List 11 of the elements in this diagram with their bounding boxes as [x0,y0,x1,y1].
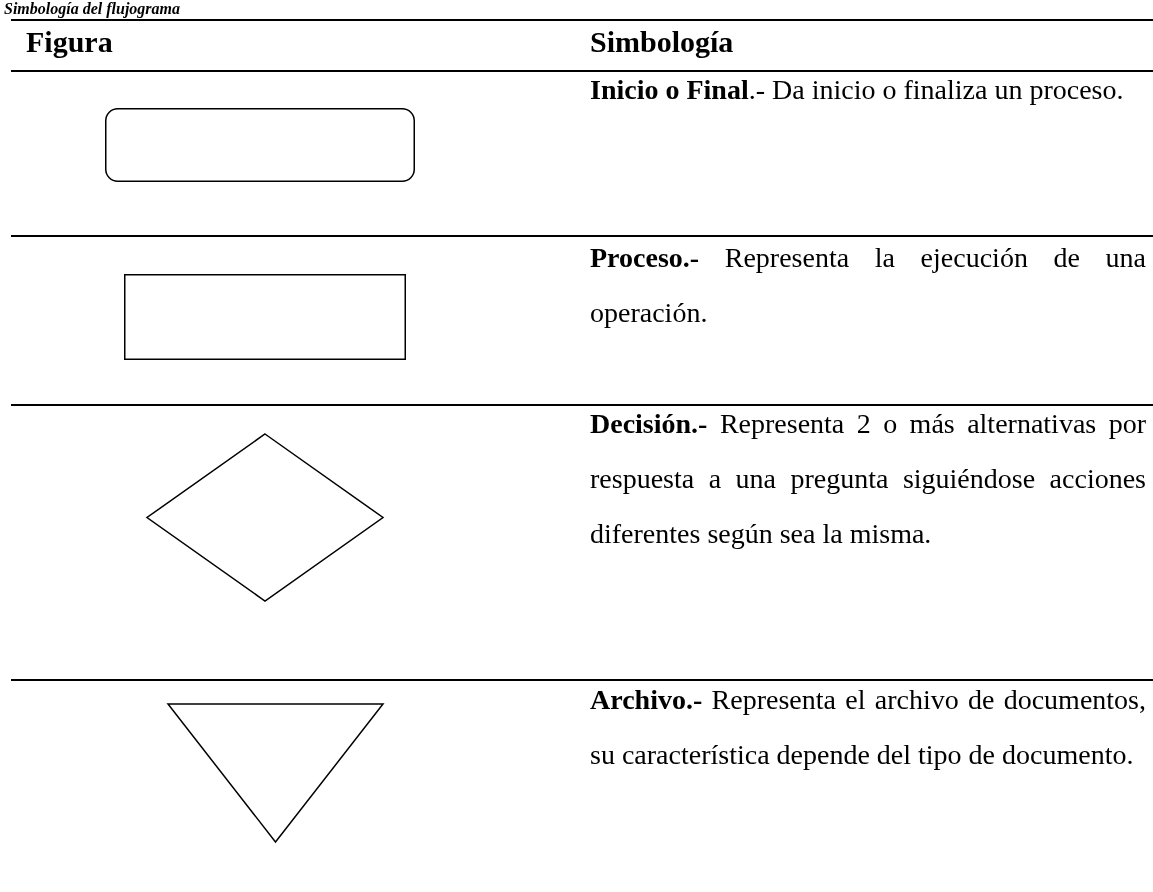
symbol-description: Decisión.- Representa 2 o más alternativas por respuesta a una pregunta siguiéndose acciones diferentes según sea la misma. [590,407,1146,551]
column-header: Figura [26,24,114,60]
rounded-rectangle-symbol [105,108,415,182]
triangle-symbol [168,704,383,842]
column-header: Simbología [590,24,735,60]
symbol-description: Proceso.- Representa la ejecución de una operación. [590,241,1146,330]
table-title: Simbología del flujograma [4,0,180,18]
symbol-description: Archivo.- Representa el archivo de documentos, su característica depende del tipo de documento. [590,683,1146,772]
symbol-description: Inicio o Final.- Da inicio o finaliza un proceso. [590,73,1125,107]
rectangle-symbol [124,274,406,360]
diamond-symbol [147,434,383,601]
